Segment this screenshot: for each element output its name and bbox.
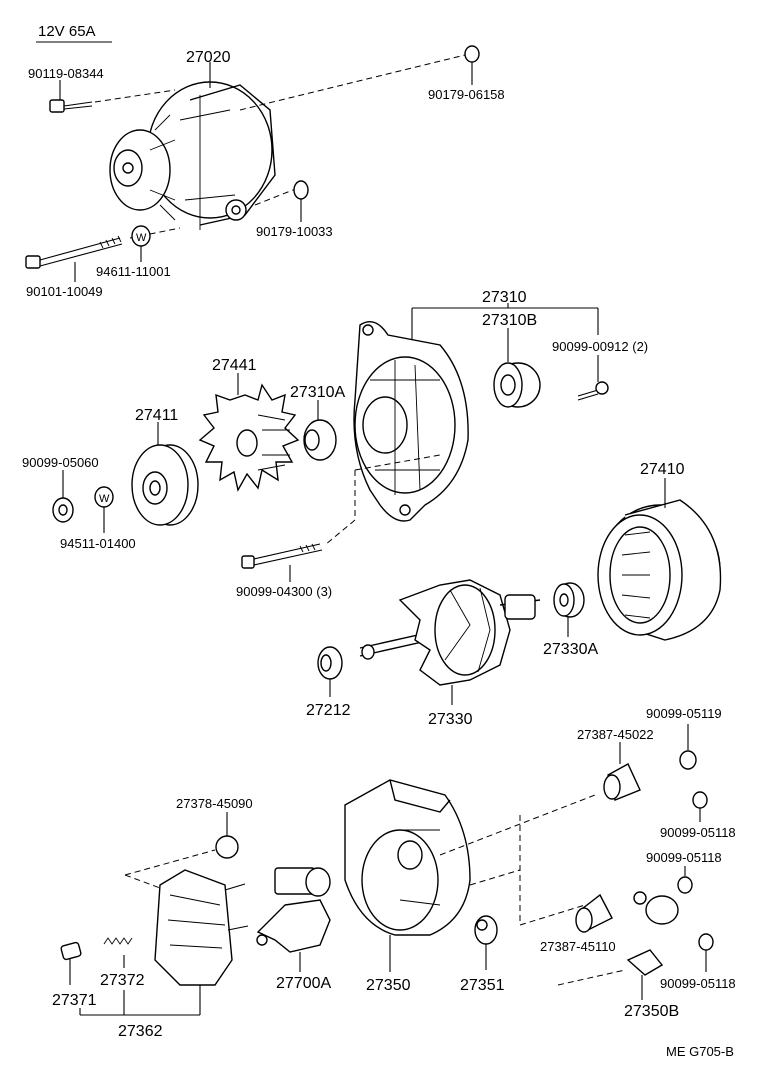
label-90179-06158: 90179-06158 [428, 87, 505, 102]
label-27372: 27372 [100, 972, 145, 989]
label-27020: 27020 [186, 49, 231, 66]
nut-90179-10033 [293, 180, 309, 200]
label-90099-00912: 90099-00912 (2) [552, 339, 648, 354]
footer-code: ME G705-B [666, 1044, 734, 1059]
insulator-27387-45110 [575, 893, 613, 933]
washer-94611-11001: W [131, 225, 151, 247]
label-90179-10033: 90179-10033 [256, 224, 333, 239]
insulator-27387-45022 [603, 763, 641, 801]
label-27362: 27362 [118, 1023, 163, 1040]
label-27310A: 27310A [290, 384, 345, 401]
label-90099-05118-a: 90099-05118 [660, 825, 736, 840]
label-27387-45110: 27387-45110 [540, 939, 616, 954]
label-90099-05119: 90099-05119 [646, 706, 722, 721]
alternator-assembly [109, 81, 276, 230]
drive-end-frame-27310 [353, 321, 469, 522]
nut-90179-06158 [464, 45, 480, 63]
terminal-27350B [626, 891, 679, 976]
bolt-90119-08344 [49, 99, 93, 113]
washer-94511-01400: W [94, 486, 114, 508]
label-27350: 27350 [366, 977, 411, 994]
label-94611-11001: 94611-11001 [96, 264, 171, 279]
label-27410: 27410 [640, 461, 685, 478]
nut-90099-05060 [52, 497, 74, 523]
label-90099-05118-b: 90099-05118 [646, 850, 722, 865]
svg-text:W: W [99, 493, 110, 505]
svg-text:W: W [136, 232, 147, 244]
label-27411: 27411 [135, 407, 178, 424]
nut-90099-05118-a [692, 791, 708, 809]
label-27378-45090: 27378-45090 [176, 796, 253, 811]
label-27330: 27330 [428, 711, 473, 728]
spring-27372 [103, 937, 133, 945]
label-27387-45022: 27387-45022 [577, 727, 654, 742]
label-27441: 27441 [212, 357, 257, 374]
cap-27351 [474, 915, 498, 945]
rectifier-end-frame-27350 [344, 779, 471, 936]
rectifier-holder-27362 [154, 869, 249, 986]
label-94511-01400: 94511-01400 [60, 536, 136, 551]
brush-27371 [60, 941, 82, 961]
regulator-27700A [256, 867, 331, 953]
bolt-90101-10049 [25, 235, 123, 269]
label-27351: 27351 [460, 977, 505, 994]
screw-90099-00912 [577, 381, 609, 401]
label-90119-08344: 90119-08344 [28, 66, 104, 81]
stator-27410 [597, 499, 722, 641]
bearing-27310B [493, 362, 541, 408]
pulley-27411 [131, 444, 199, 526]
label-90099-05118-c: 90099-05118 [660, 976, 736, 991]
label-27310: 27310 [482, 289, 527, 306]
spacer-27310A [303, 419, 337, 461]
label-27310B: 27310B [482, 312, 537, 329]
label-27700A: 27700A [276, 975, 331, 992]
nut-90099-05118-b [677, 876, 693, 894]
label-27371: 27371 [52, 992, 97, 1009]
nut-90099-05118-c [698, 933, 714, 951]
bearing-27330A [553, 582, 585, 618]
label-90099-04300: 90099-04300 (3) [236, 584, 332, 599]
spec-label: 12V 65A [38, 23, 96, 40]
label-27212: 27212 [306, 702, 351, 719]
bolt-90099-04300 [241, 543, 323, 569]
rotor-27330 [359, 579, 541, 686]
label-27350B: 27350B [624, 1003, 679, 1020]
cover-27212 [317, 646, 343, 680]
nut-90099-05119 [679, 750, 697, 770]
bush-27378-45090 [215, 835, 239, 859]
fan-27441 [198, 383, 300, 492]
label-90101-10049: 90101-10049 [26, 284, 103, 299]
label-90099-05060: 90099-05060 [22, 455, 99, 470]
label-27330A: 27330A [543, 641, 598, 658]
